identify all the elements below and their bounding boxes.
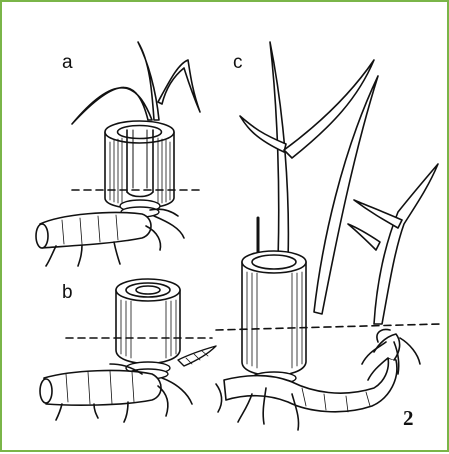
figure-number: 2: [403, 408, 414, 429]
panel-c-sleeve: [242, 218, 306, 376]
panel-a-sleeve: [105, 121, 174, 209]
panel-b-rhizome: [40, 364, 192, 422]
panel-label-b: b: [62, 283, 73, 302]
panel-label-a: a: [62, 53, 73, 72]
panel-label-c: c: [233, 53, 243, 72]
panel-c-drawing: [216, 42, 440, 430]
panel-a-rhizome: [36, 209, 184, 266]
panel-b-sleeve: [116, 279, 180, 364]
panel-a-leaves: [72, 42, 200, 124]
panel-a-drawing: [36, 42, 204, 266]
